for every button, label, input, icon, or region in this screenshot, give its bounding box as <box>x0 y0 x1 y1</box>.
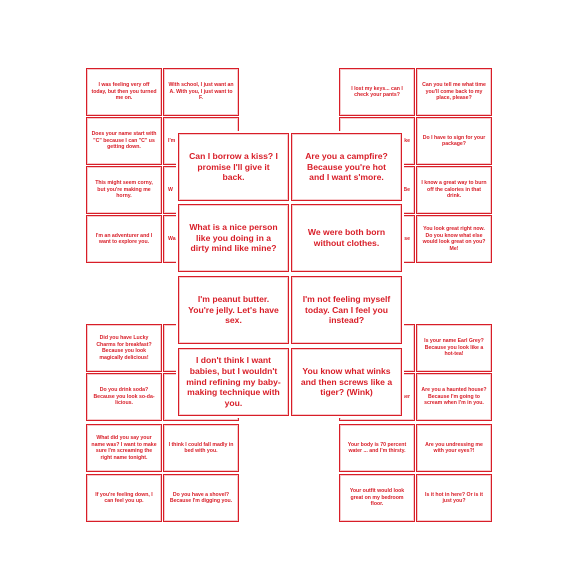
pickup-line-card: You look great right now. Do you know wh… <box>416 215 492 263</box>
pickup-line-card: I was feeling very off today, but then y… <box>86 68 162 116</box>
pickup-line-card: This might seem corny, but you're making… <box>86 166 162 214</box>
pickup-line-card-large: I don't think I want babies, but I would… <box>178 348 289 416</box>
pickup-line-card: Does your name start with "C" because I … <box>86 117 162 165</box>
pickup-line-card-large: We were both born without clothes. <box>291 204 402 272</box>
pickup-line-card: I lost my keys... can I check your pants… <box>339 68 415 116</box>
pickup-line-card: I know a great way to burn off the calor… <box>416 166 492 214</box>
pickup-line-card: Is your name Earl Grey? Because you look… <box>416 324 492 372</box>
pickup-line-card: Do you drink soda? Because you look so-d… <box>86 373 162 421</box>
pickup-line-card: Are you undressing me with your eyes?! <box>416 424 492 472</box>
pickup-line-card-large: You know what winks and then screws like… <box>291 348 402 416</box>
pickup-line-card: Your outfit would look great on my bedro… <box>339 474 415 522</box>
pickup-line-card: Do you have a shovel? Because I'm diggin… <box>163 474 239 522</box>
pickup-line-card: Did you have Lucky Charms for breakfast?… <box>86 324 162 372</box>
pickup-line-card: Is it hot in here? Or is it just you? <box>416 474 492 522</box>
pickup-line-card-large: What is a nice person like you doing in … <box>178 204 289 272</box>
pickup-line-card-large: I'm not feeling myself today. Can I feel… <box>291 276 402 344</box>
pickup-line-card: I think I could fall madly in bed with y… <box>163 424 239 472</box>
pickup-line-card: With school, I just want an A. With you,… <box>163 68 239 116</box>
pickup-line-card: Your body is 70 percent water ... and I'… <box>339 424 415 472</box>
pickup-line-card: What did you say your name was? I want t… <box>86 424 162 472</box>
pickup-line-card: Can you tell me what time you'll come ba… <box>416 68 492 116</box>
pickup-line-card: If you're feeling down, I can feel you u… <box>86 474 162 522</box>
pickup-line-card: Do I have to sign for your package? <box>416 117 492 165</box>
pickup-line-card: I'm an adventurer and I want to explore … <box>86 215 162 263</box>
pickup-line-card-large: Are you a campfire? Because you're hot a… <box>291 133 402 201</box>
pickup-line-card-large: Can I borrow a kiss? I promise I'll give… <box>178 133 289 201</box>
pickup-line-card-large: I'm peanut butter. You're jelly. Let's h… <box>178 276 289 344</box>
pickup-line-card: Are you a haunted house? Because I'm goi… <box>416 373 492 421</box>
